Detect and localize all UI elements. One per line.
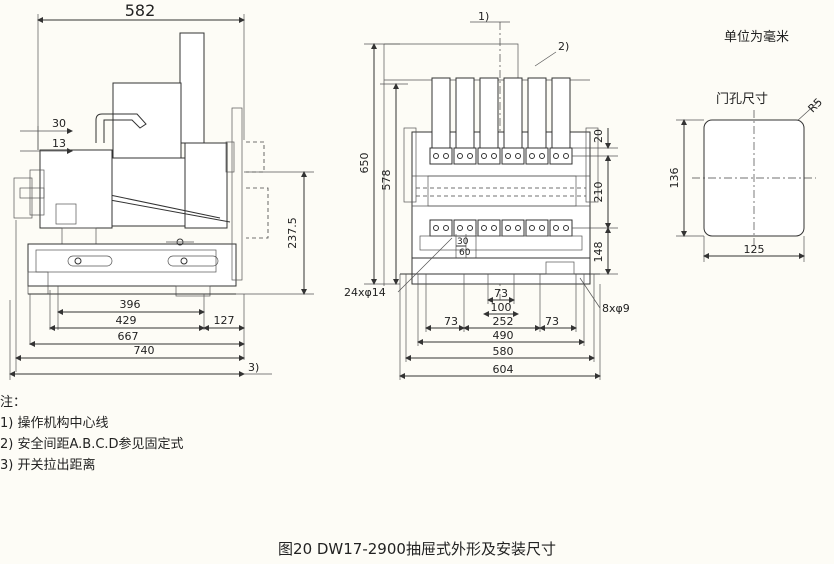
top-terminals — [429, 77, 573, 165]
dim-148: 148 — [592, 242, 605, 263]
dim-667: 667 — [118, 330, 139, 343]
dim-580: 580 — [493, 345, 514, 358]
dim-73-left: 73 — [444, 315, 458, 328]
radius-r5: R5 — [806, 96, 826, 116]
dim-100: 100 — [491, 301, 512, 314]
figure-caption: 图20 DW17-2900抽屉式外形及安装尺寸 — [278, 540, 556, 558]
dim-20: 20 — [592, 129, 605, 143]
dim-136: 136 — [668, 168, 681, 189]
dim-60-small: 60 — [459, 248, 471, 258]
ref-2: 2) — [558, 40, 569, 53]
dim-429: 429 — [116, 314, 137, 327]
door-hole-title: 门孔尺寸 — [716, 92, 768, 107]
dim-73-right: 73 — [545, 315, 559, 328]
dim-396: 396 — [120, 298, 141, 311]
holes-8x9: 8xφ9 — [602, 302, 630, 315]
dim-237-5: 237.5 — [286, 217, 299, 249]
front-view: 1) 2) 650 578 — [344, 10, 630, 380]
dim-13: 13 — [52, 137, 66, 150]
side-view: 582 — [9, 1, 314, 380]
dim-578: 578 — [380, 170, 393, 191]
door-hole-view: 单位为毫米 门孔尺寸 R5 136 125 — [668, 29, 825, 262]
drawer-rail — [27, 243, 237, 287]
holes-24x14: 24xφ14 — [344, 286, 386, 299]
dim-582: 582 — [125, 1, 156, 20]
rear-panel — [184, 142, 228, 229]
notes-title: 注： — [0, 395, 27, 410]
note-2: 2) 安全间距A.B.C.D参见固定式 — [0, 437, 184, 452]
dim-740: 740 — [134, 344, 155, 357]
note-3: 3) 开关拉出距离 — [0, 458, 96, 473]
ref-1: 1) — [478, 10, 489, 23]
operating-column — [179, 32, 205, 144]
dim-125: 125 — [744, 243, 765, 256]
dim-30: 30 — [52, 117, 66, 130]
handle — [95, 113, 147, 143]
dim-127: 127 — [214, 314, 235, 327]
notes: 注： 1) 操作机构中心线 2) 安全间距A.B.C.D参见固定式 3) 开关拉… — [0, 392, 184, 476]
dim-210: 210 — [592, 182, 605, 203]
dim-30-small: 30 — [457, 237, 469, 247]
note-1: 1) 操作机构中心线 — [0, 416, 109, 431]
dim-490: 490 — [493, 329, 514, 342]
note3-ref: 3) — [248, 361, 259, 374]
dim-73-center: 73 — [494, 287, 508, 300]
dim-252: 252 — [493, 315, 514, 328]
unit-label: 单位为毫米 — [724, 29, 789, 45]
dim-604: 604 — [493, 363, 514, 376]
dim-650: 650 — [358, 153, 371, 174]
main-body — [110, 157, 186, 227]
